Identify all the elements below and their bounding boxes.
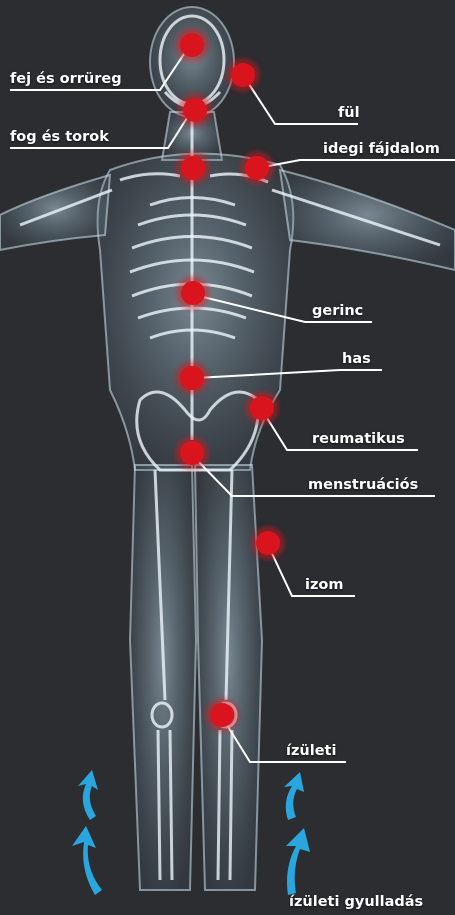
label-ful: fül — [338, 104, 360, 122]
label-reumatikus: reumatikus — [312, 430, 405, 448]
label-izuleti: ízületi — [286, 742, 336, 760]
pain-spot-throat — [178, 93, 212, 127]
label-fej-orrureg: fej és orrüreg — [10, 70, 122, 88]
label-has: has — [342, 350, 371, 368]
pain-spot-thigh — [251, 526, 285, 560]
pain-spot-head — [175, 28, 209, 62]
curved-arrow-up-icon — [284, 772, 304, 820]
pain-spot-spine — [176, 276, 210, 310]
label-izuleti-gyulladas: ízületi gyulladás — [289, 893, 423, 911]
pain-spot-pelvis — [175, 436, 209, 470]
curved-arrow-up-icon — [286, 828, 310, 895]
pain-spot-abdomen — [175, 361, 209, 395]
pain-spot-knee — [205, 698, 239, 732]
label-gerinc: gerinc — [312, 302, 363, 320]
label-menstruacios: menstruációs — [308, 476, 418, 494]
pain-spot-ear — [226, 58, 260, 92]
label-izom: izom — [305, 576, 343, 594]
label-fog-torok: fog és torok — [10, 128, 109, 146]
pain-spot-shoulder — [240, 151, 274, 185]
curved-arrow-up-icon — [78, 770, 98, 820]
label-idegi-fajdalom: idegi fájdalom — [323, 140, 440, 158]
line-idegi — [258, 160, 455, 168]
curved-arrow-up-icon — [72, 826, 102, 895]
pain-spot-neck — [176, 151, 210, 185]
pain-spot-hip — [245, 391, 279, 425]
